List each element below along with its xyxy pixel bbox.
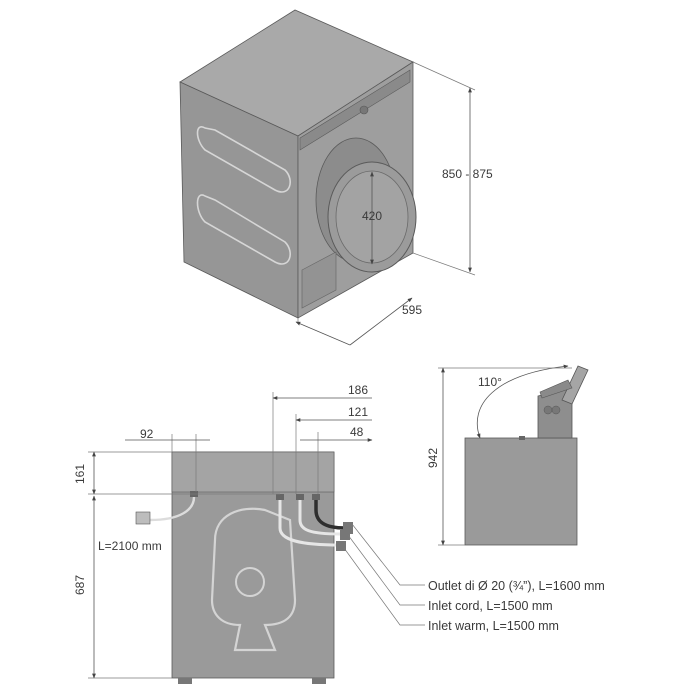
inlet-cord-hose [298,500,341,536]
side-height-label: 942 [426,448,440,468]
power-plug [135,511,151,525]
lid-angle-label: 110° [478,375,502,389]
side-view: 110° 942 [426,364,589,546]
inlet-cord-callout: Inlet cord, L=1500 mm [428,599,553,613]
open-lid [561,365,589,405]
side-oval-upper [196,126,291,193]
inlet-warm-callout: Inlet warm, L=1500 mm [428,619,559,633]
power-cord [149,496,196,522]
width-dim-line-b [349,297,413,346]
drawer-compartment-1 [543,405,553,415]
rear-drain-cap [235,567,265,597]
inlet-warm-leader [343,547,425,626]
dim-92-label: 92 [140,427,154,441]
control-panel [299,69,411,151]
height-label: 850 - 875 [442,167,493,181]
inlet-warm-fitting [336,541,346,551]
outlet-leader [351,523,425,586]
inlet-cold-connector [276,494,284,500]
foot-right [312,678,326,684]
rear-access-cover [210,507,297,652]
cord-length-label: L=2100 mm [98,539,162,553]
width-label: 595 [402,303,422,317]
outlet-fitting [343,522,353,534]
outlet-connector [312,494,320,500]
rear-view: L=2100 mm Outlet di Ø 20 (¾”), L=1600 mm… [73,383,605,684]
inlet-warm-hose [278,500,341,547]
dim-161-label: 161 [73,464,87,484]
control-knob [359,105,369,115]
side-body [464,437,578,546]
inlet-warm-connector [296,494,304,500]
inlet-cord-fitting [340,530,350,540]
lid-angle-arc [476,364,569,439]
isometric-view: 420 850 - 875 595 [179,9,493,346]
outlet-callout: Outlet di Ø 20 (¾”), L=1600 mm [428,579,605,593]
dim-186-label: 186 [348,383,368,397]
foot-left [178,678,192,684]
dim-48-label: 48 [350,425,364,439]
height-ext-bottom [412,252,476,276]
inlet-cord-leader [347,534,425,606]
dim-121-label: 121 [348,405,368,419]
side-top-knob [519,436,525,440]
rear-top-band [171,451,335,493]
side-oval-lower [196,194,291,265]
outlet-hose [314,500,346,530]
drawer-compartment-2 [551,405,561,415]
door-diameter-label: 420 [362,209,382,223]
filter-hatch [301,251,337,309]
width-dim-line-a [295,321,351,346]
dim-687-label: 687 [73,575,87,595]
height-ext-top [412,61,476,91]
